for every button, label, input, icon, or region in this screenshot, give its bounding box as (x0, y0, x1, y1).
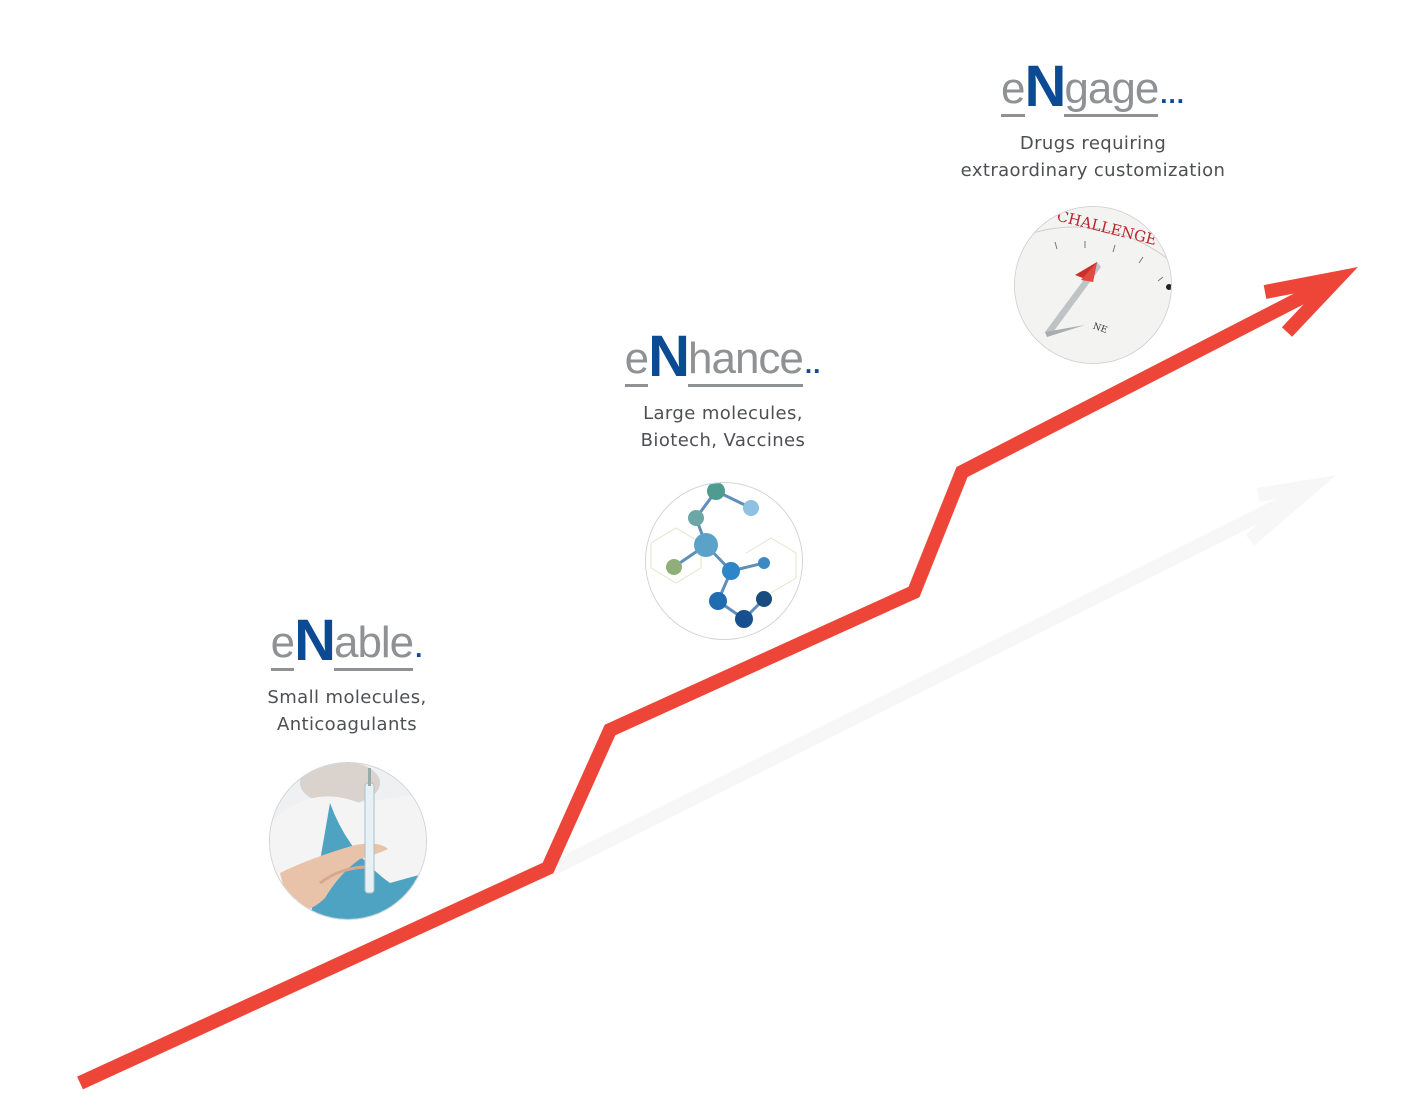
logo-suffix: able (333, 618, 414, 671)
stage-engage: eNgage... Drugs requiring extraordinary … (943, 58, 1243, 184)
stage-enhance: eNhance.. Large molecules, Biotech, Vacc… (573, 328, 873, 454)
logo-suffix: hance (688, 334, 804, 387)
enable-description: Small molecules, Anticoagulants (197, 684, 497, 738)
enable-logo: eNable. (270, 612, 424, 671)
faint-background-arrow (546, 475, 1337, 877)
red-growth-arrow (77, 267, 1358, 1090)
molecule-icon (645, 482, 803, 640)
enhance-logo: eNhance.. (624, 328, 822, 387)
logo-prefix: e (624, 334, 649, 387)
logo-dots: ... (1160, 79, 1185, 109)
logo-dots: . (415, 633, 424, 663)
compass-mark: NE (1091, 322, 1108, 336)
logo-capital: N (294, 608, 336, 673)
description-line-1: Small molecules, (267, 687, 427, 708)
description-line-1: Large molecules, (643, 403, 803, 424)
logo-prefix: e (1001, 64, 1026, 117)
description-line-2: extraordinary customization (960, 160, 1226, 181)
stage-enable: eNable. Small molecules, Anticoagulants (197, 612, 497, 738)
engage-logo: eNgage... (1001, 58, 1185, 117)
arrow-shaft (77, 280, 1326, 1090)
description-line-2: Anticoagulants (276, 714, 418, 735)
arrow-head (1263, 267, 1358, 337)
logo-prefix: e (270, 618, 295, 671)
logo-dots: .. (804, 349, 822, 379)
logo-capital: N (1024, 54, 1067, 119)
logo-capital: N (648, 324, 690, 389)
compass-icon: CHALLENGE NE (1014, 206, 1172, 364)
syringe-hand-icon (269, 762, 427, 920)
engage-description: Drugs requiring extraordinary customizat… (943, 130, 1243, 184)
description-line-2: Biotech, Vaccines (640, 430, 806, 451)
description-line-1: Drugs requiring (1019, 133, 1167, 154)
enhance-description: Large molecules, Biotech, Vaccines (573, 400, 873, 454)
logo-suffix: gage (1064, 64, 1159, 117)
